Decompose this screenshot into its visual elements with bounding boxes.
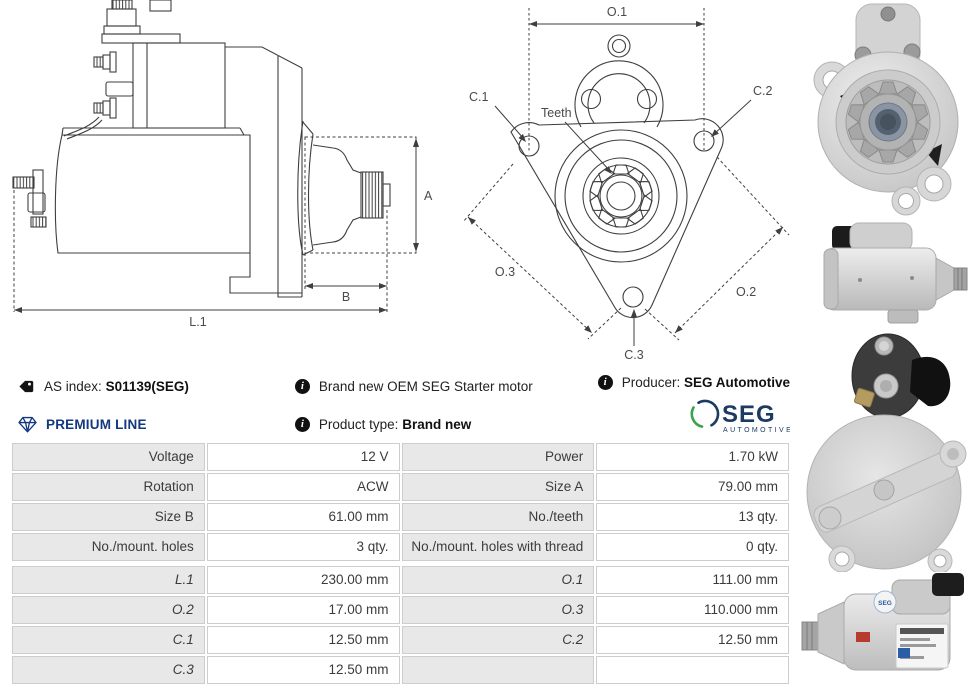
spec-value: 12 V: [206, 443, 400, 471]
description-text: Brand new OEM SEG Starter motor: [318, 378, 533, 394]
technical-drawing-front-view: O.1 C.1 C.2 Teeth O.3 O.2 C.3: [445, 0, 800, 365]
spec-value: ACW: [206, 473, 400, 501]
spec-value: 61.00 mm: [206, 503, 400, 531]
as-index-text: AS index: S01139(SEG): [44, 378, 189, 394]
spec-label: O.3: [401, 596, 595, 624]
spec-value: 3 qty.: [206, 533, 400, 561]
producer-value: SEG Automotive: [683, 375, 790, 390]
dim-label-o2: O.2: [736, 285, 756, 299]
product-type-value: Brand new: [402, 416, 472, 432]
spec-table-general: Voltage 12 V Power 1.70 kW Rotation ACW …: [10, 441, 791, 563]
spec-label: C.3: [12, 656, 205, 684]
spec-label: C.2: [401, 626, 595, 654]
seg-logo-ring: [690, 399, 720, 428]
info-icon: i: [294, 416, 310, 432]
as-index-row: AS index: S01139(SEG): [18, 372, 295, 400]
table-row: No./mount. holes 3 qty. No./mount. holes…: [12, 533, 789, 561]
dim-label-a: A: [424, 189, 433, 203]
technical-drawing-side-view: A B L.1: [0, 0, 445, 360]
product-photo-side-view-labeled[interactable]: SEG: [800, 572, 970, 692]
table-row: O.2 17.00 mm O.3 110.000 mm: [12, 596, 789, 624]
spec-value: 17.00 mm: [206, 596, 400, 624]
diamond-icon: [18, 416, 37, 432]
premium-line-label: PREMIUM LINE: [46, 416, 147, 432]
spec-label: Voltage: [12, 443, 205, 471]
product-photo-front-view[interactable]: [800, 0, 970, 218]
spec-value: 1.70 kW: [596, 443, 789, 471]
spec-label: O.2: [12, 596, 205, 624]
tag-icon: [19, 380, 34, 392]
spec-value: 13 qty.: [596, 503, 789, 531]
info-icon: i: [294, 378, 310, 394]
spec-value: 12.50 mm: [206, 656, 400, 684]
table-row: L.1 230.00 mm O.1 111.00 mm: [12, 566, 789, 594]
spec-label: [401, 656, 595, 684]
dim-label-b: B: [342, 290, 350, 304]
table-row: Size B 61.00 mm No./teeth 13 qty.: [12, 503, 789, 531]
spec-value: 12.50 mm: [596, 626, 789, 654]
seg-logo-subtitle: AUTOMOTIVE: [723, 427, 790, 434]
seg-automotive-logo: SEG AUTOMOTIVE: [688, 395, 791, 438]
spec-label: C.1: [12, 626, 205, 654]
spec-label: No./mount. holes with thread: [401, 533, 595, 561]
spec-value: 230.00 mm: [206, 566, 400, 594]
producer-row: i Producer: SEG Automotive: [597, 372, 790, 393]
product-info-band: AS index: S01139(SEG) PREMIUM LINE i Bra…: [18, 372, 791, 438]
product-type-row: i Product type: Brand new: [294, 410, 598, 438]
dim-label-c3: C.3: [624, 348, 644, 362]
product-type-text: Product type: Brand new: [318, 416, 472, 432]
spec-value: 79.00 mm: [596, 473, 789, 501]
producer-text: Producer: SEG Automotive: [621, 375, 790, 390]
spec-value: 0 qty.: [596, 533, 789, 561]
teeth-label: Teeth: [541, 106, 572, 120]
spec-table-section: Voltage 12 V Power 1.70 kW Rotation ACW …: [10, 441, 791, 686]
table-row: C.1 12.50 mm C.2 12.50 mm: [12, 626, 789, 654]
dim-label-l1: L.1: [189, 315, 206, 329]
dim-label-c2: C.2: [753, 84, 773, 98]
spec-label: L.1: [12, 566, 205, 594]
spec-label: No./teeth: [401, 503, 595, 531]
product-photo-column: SEG: [800, 0, 970, 692]
product-photo-side-view[interactable]: [800, 218, 970, 332]
table-row: Voltage 12 V Power 1.70 kW: [12, 443, 789, 471]
description-row: i Brand new OEM SEG Starter motor: [294, 372, 598, 400]
spec-label: Size B: [12, 503, 205, 531]
spec-value: 12.50 mm: [206, 626, 400, 654]
spec-value: [596, 656, 789, 684]
spec-label: No./mount. holes: [12, 533, 205, 561]
svg-text:SEG: SEG: [878, 600, 892, 607]
spec-label: Power: [401, 443, 595, 471]
premium-line-row: PREMIUM LINE: [18, 410, 295, 438]
product-photo-rear-view[interactable]: [800, 332, 970, 572]
spec-table-dimensions: L.1 230.00 mm O.1 111.00 mm O.2 17.00 mm…: [10, 564, 791, 686]
dim-label-c1: C.1: [469, 90, 489, 104]
seg-logo-title: SEG: [722, 401, 776, 428]
dim-label-o3: O.3: [495, 265, 515, 279]
table-row: Rotation ACW Size A 79.00 mm: [12, 473, 789, 501]
info-icon: i: [597, 375, 613, 390]
as-index-value: S01139(SEG): [105, 378, 189, 394]
spec-value: 110.000 mm: [596, 596, 789, 624]
spec-label: O.1: [401, 566, 595, 594]
spec-label: Rotation: [12, 473, 205, 501]
table-row: C.3 12.50 mm: [12, 656, 789, 684]
dim-label-o1: O.1: [607, 5, 627, 19]
spec-label: Size A: [401, 473, 595, 501]
spec-value: 111.00 mm: [596, 566, 789, 594]
